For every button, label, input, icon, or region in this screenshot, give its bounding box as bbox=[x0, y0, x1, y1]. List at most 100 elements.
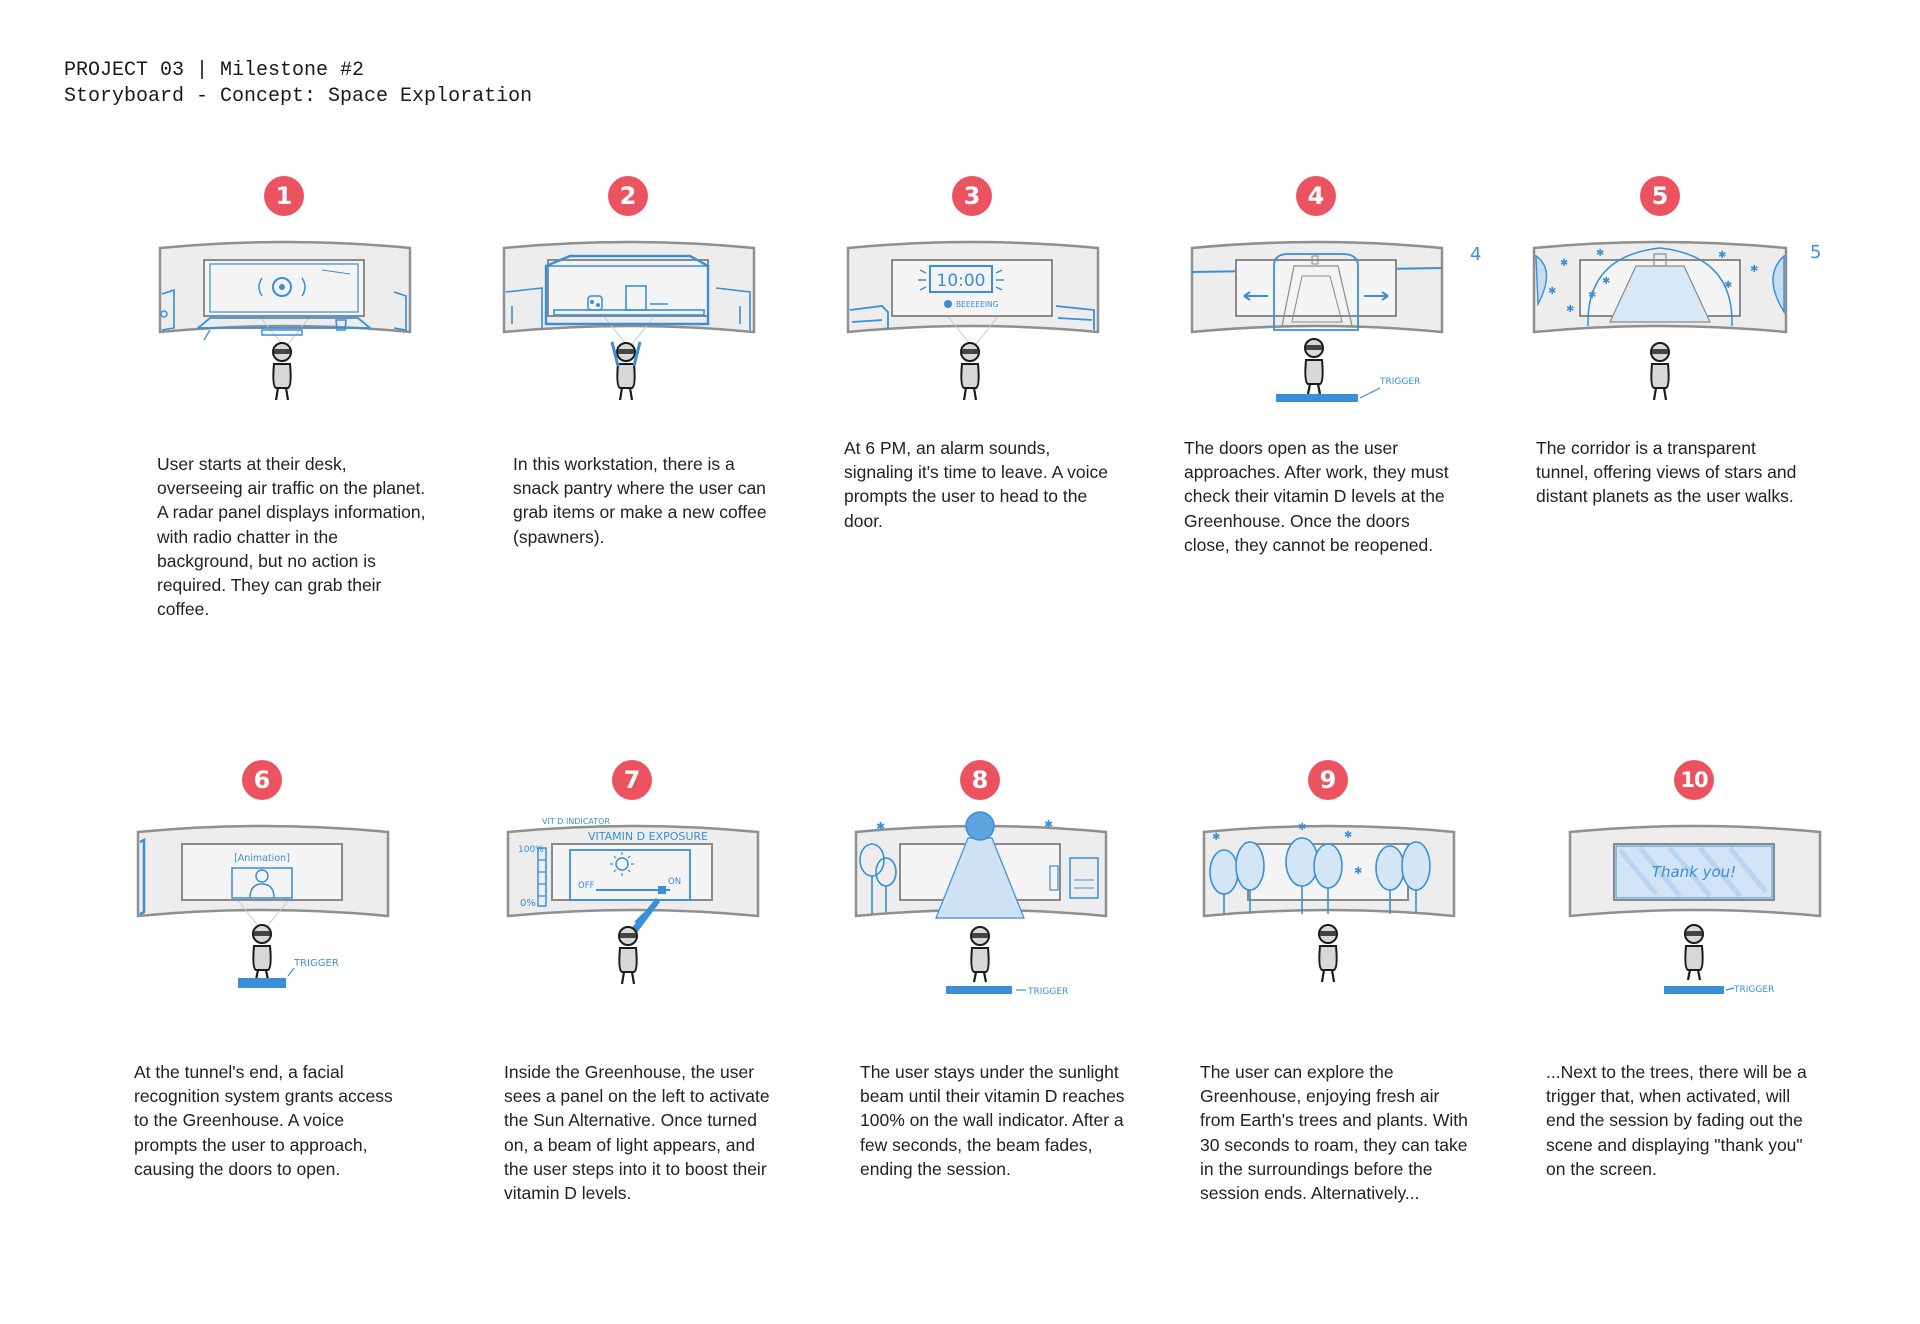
storyboard-panel-6: 6 [Animation] TRIGGER At the tunnel's en… bbox=[128, 760, 448, 1220]
panel-number-badge: 3 bbox=[952, 176, 992, 216]
user-figure-icon bbox=[1304, 338, 1324, 395]
svg-text:✱: ✱ bbox=[1588, 290, 1596, 301]
margin-note: 4 bbox=[1470, 244, 1481, 265]
panel-10-sketch: Thank you! TRIGGER bbox=[1568, 824, 1822, 995]
svg-text:✱: ✱ bbox=[1344, 830, 1352, 841]
panel-description: Inside the Greenhouse, the user sees a p… bbox=[504, 1062, 770, 1204]
coffee-machine-icon bbox=[625, 285, 647, 311]
margin-note: 5 bbox=[1810, 242, 1821, 263]
svg-text:✱: ✱ bbox=[1718, 250, 1726, 261]
user-figure-icon bbox=[960, 342, 980, 401]
panel-3-sketch: 10:00 BEEEEEING bbox=[846, 240, 1100, 401]
panel-number-badge: 4 bbox=[1296, 176, 1336, 216]
face-scan-frame bbox=[231, 867, 293, 899]
storyboard-panel-5: 5 5 ✱ ✱ ✱ ✱ ✱ ✱ ✱ ✱ ✱ The corridor is a transp… bbox=[1526, 176, 1846, 636]
trigger-pad bbox=[238, 978, 286, 988]
svg-text:✱: ✱ bbox=[1596, 248, 1604, 259]
panel-description: At the tunnel's end, a facial recognitio… bbox=[134, 1062, 393, 1179]
user-figure-icon bbox=[618, 926, 638, 985]
storyboard-panel-2: 2 In this workstation, there is a snack … bbox=[494, 176, 814, 636]
panel-description: In this workstation, there is a snack pa… bbox=[513, 454, 767, 547]
alarm-sound-label: BEEEEEING bbox=[956, 300, 999, 309]
fade-screen bbox=[1615, 845, 1773, 899]
svg-text:✱: ✱ bbox=[1548, 286, 1556, 297]
trigger-label: TRIGGER bbox=[1379, 377, 1420, 387]
panel-number-badge: 9 bbox=[1308, 760, 1348, 800]
user-figure-icon bbox=[1650, 342, 1670, 401]
panel-6-sketch: [Animation] TRIGGER bbox=[136, 824, 390, 988]
trigger-pad bbox=[1664, 986, 1724, 994]
scale-bottom-label: 0% bbox=[520, 898, 536, 909]
storyboard-panel-7: 7 VIT D INDICATOR VITAMIN D EXPOSURE 100… bbox=[498, 760, 818, 1220]
wall-indicator bbox=[1069, 857, 1099, 899]
storyboard-subtitle: Storyboard - Concept: Space Exploration bbox=[64, 85, 533, 108]
switch-off-label: OFF bbox=[578, 881, 595, 891]
svg-text:✱: ✱ bbox=[876, 820, 885, 833]
storyboard-panel-10: 10 Thank you! TRIGGER ...Next to the tre… bbox=[1546, 760, 1880, 1220]
user-figure-icon bbox=[272, 342, 292, 401]
coffee-cup-icon bbox=[335, 319, 347, 331]
radar-icon bbox=[272, 277, 292, 297]
storyboard-panel-9: 9 ✱ ✱ ✱ ✱ The user can explore the Greenhou… bbox=[1194, 760, 1514, 1220]
user-figure-icon bbox=[1684, 924, 1704, 981]
panel-5-sketch: 5 ✱ ✱ ✱ ✱ ✱ ✱ ✱ ✱ ✱ bbox=[1532, 240, 1821, 401]
screen-label: [Animation] bbox=[234, 853, 290, 864]
svg-text:✱: ✱ bbox=[1298, 822, 1306, 833]
panel-number-badge: 5 bbox=[1640, 176, 1680, 216]
svg-text:✱: ✱ bbox=[1750, 264, 1758, 275]
svg-text:✱: ✱ bbox=[1724, 280, 1732, 291]
exposure-title: VITAMIN D EXPOSURE bbox=[588, 830, 708, 843]
panel-description: The user stays under the sunlight beam u… bbox=[860, 1062, 1125, 1179]
indicator-label: VIT D INDICATOR bbox=[542, 817, 610, 826]
trigger-label: TRIGGER bbox=[293, 958, 339, 969]
panel-1-sketch bbox=[158, 240, 412, 401]
sun-lamp-icon bbox=[965, 811, 995, 841]
panel-description: The doors open as the user approaches. A… bbox=[1184, 438, 1449, 555]
stars-icon: ✱ ✱ ✱ ✱ bbox=[1212, 822, 1362, 877]
storyboard-panel-8: 8 ✱ ✱ TRIGGER The user stays under the s… bbox=[846, 760, 1166, 1220]
panel-description: ...Next to the trees, there will be a tr… bbox=[1546, 1062, 1807, 1179]
scale-top-label: 100% bbox=[518, 845, 544, 855]
user-figure-icon bbox=[1318, 924, 1338, 983]
panel-number-badge: 10 bbox=[1674, 760, 1714, 800]
alarm-clock-display bbox=[929, 265, 993, 293]
sun-icon bbox=[615, 857, 629, 871]
storyboard-panel-3: 3 10:00 BEEEEEING At 6 PM, an alarm soun… bbox=[838, 176, 1158, 636]
panel-number-badge: 1 bbox=[264, 176, 304, 216]
trigger-label: TRIGGER bbox=[1733, 985, 1774, 995]
svg-text:✱: ✱ bbox=[1354, 866, 1362, 877]
user-figure-icon bbox=[970, 926, 990, 983]
panel-description: The corridor is a transparent tunnel, of… bbox=[1536, 438, 1797, 507]
svg-text:✱: ✱ bbox=[1044, 818, 1053, 831]
svg-text:✱: ✱ bbox=[1566, 304, 1574, 315]
clock-time: 10:00 bbox=[937, 271, 986, 291]
open-door bbox=[1273, 253, 1359, 331]
panel-description: The user can explore the Greenhouse, enj… bbox=[1200, 1062, 1468, 1204]
planet-left bbox=[1535, 254, 1548, 307]
svg-text:✱: ✱ bbox=[1602, 276, 1610, 287]
trigger-pad bbox=[946, 986, 1012, 994]
panel-number-badge: 7 bbox=[612, 760, 652, 800]
panel-description: User starts at their desk, overseeing ai… bbox=[157, 454, 426, 620]
panel-9-sketch: ✱ ✱ ✱ ✱ bbox=[1202, 822, 1456, 983]
user-figure-icon bbox=[252, 924, 272, 981]
panel-8-sketch: ✱ ✱ TRIGGER bbox=[854, 811, 1108, 997]
storyboard-panel-1: 1 User starts at their desk, overseeing … bbox=[150, 176, 470, 636]
panel-7-sketch: VIT D INDICATOR VITAMIN D EXPOSURE 100% … bbox=[506, 817, 760, 985]
tree-icon bbox=[859, 843, 897, 914]
thank-you-label: Thank you! bbox=[1652, 863, 1736, 881]
trigger-label: TRIGGER bbox=[1027, 987, 1068, 997]
storyboard-panel-4: 4 4 TRIGGER The doors open as the user a… bbox=[1182, 176, 1502, 636]
svg-text:✱: ✱ bbox=[1560, 258, 1568, 269]
tree-icon bbox=[1209, 837, 1431, 895]
switch-on-label: ON bbox=[668, 877, 681, 887]
snack-jar-icon bbox=[587, 295, 603, 311]
user-figure-icon bbox=[610, 341, 642, 401]
stars-icon: ✱ ✱ ✱ ✱ ✱ ✱ ✱ ✱ ✱ bbox=[1548, 248, 1758, 315]
panel-number-badge: 8 bbox=[960, 760, 1000, 800]
panel-number-badge: 2 bbox=[608, 176, 648, 216]
svg-text:✱: ✱ bbox=[1212, 832, 1220, 843]
panel-4-sketch: 4 TRIGGER bbox=[1190, 240, 1481, 402]
panel-number-badge: 6 bbox=[242, 760, 282, 800]
